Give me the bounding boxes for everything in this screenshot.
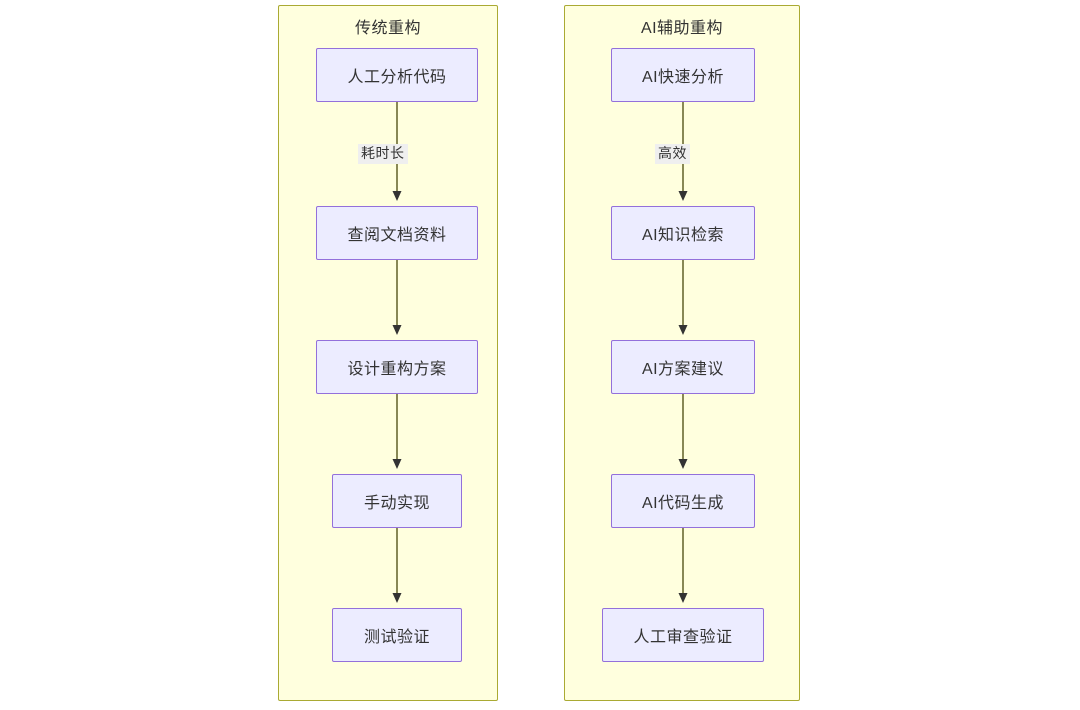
node-test-verification[interactable]: 测试验证 [332,608,462,662]
subgraph-title-traditional: 传统重构 [354,20,421,37]
node-design-refactor-plan[interactable]: 设计重构方案 [316,340,478,394]
edge-label-ai-efficiency: 高效 [655,144,690,164]
node-manual-implementation[interactable]: 手动实现 [332,474,462,528]
node-manual-code-analysis[interactable]: 人工分析代码 [316,48,478,102]
node-review-documentation[interactable]: 查阅文档资料 [316,206,478,260]
node-ai-fast-analysis[interactable]: AI快速分析 [611,48,755,102]
edge-label-traditional-duration: 耗时长 [358,144,408,164]
subgraph-title-ai-assisted: AI辅助重构 [640,20,724,37]
node-ai-code-generation[interactable]: AI代码生成 [611,474,755,528]
node-ai-plan-suggestion[interactable]: AI方案建议 [611,340,755,394]
node-manual-review-verification[interactable]: 人工审查验证 [602,608,764,662]
node-ai-knowledge-retrieval[interactable]: AI知识检索 [611,206,755,260]
